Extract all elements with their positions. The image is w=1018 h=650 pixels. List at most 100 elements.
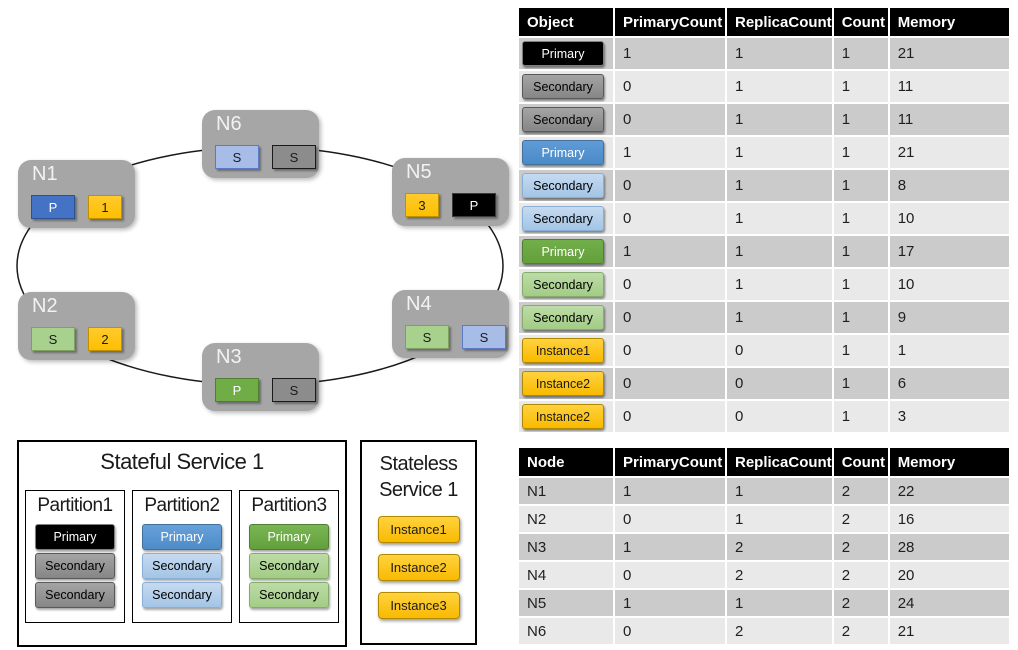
cell-replica-count: 1 — [727, 506, 832, 532]
cell-node: N4 — [519, 562, 613, 588]
replica-button: Secondary — [35, 553, 115, 579]
cell-replica-count: 1 — [727, 302, 832, 333]
cell-replica-count: 1 — [727, 478, 832, 504]
secondary-replica-chip: S — [462, 325, 506, 349]
cell-primary-count: 0 — [615, 203, 725, 234]
secondary-replica-chip: S — [272, 145, 316, 169]
cell-object: Secondary — [519, 71, 613, 102]
secondary-replica-chip: S — [31, 327, 75, 351]
secondary-replica-chip: S — [272, 378, 316, 402]
instance-chip: 2 — [88, 327, 122, 351]
cell-primary-count: 0 — [615, 335, 725, 366]
cell-replica-count: 1 — [727, 590, 832, 616]
cell-primary-count: 0 — [615, 269, 725, 300]
instance-button: Instance3 — [377, 592, 460, 619]
cell-primary-count: 0 — [615, 302, 725, 333]
cell-replica-count: 0 — [727, 335, 832, 366]
column-header: Memory — [889, 8, 1009, 36]
replica-button: Primary — [35, 524, 115, 550]
object-badge: Primary — [522, 41, 604, 66]
object-badge: Secondary — [522, 74, 604, 99]
cell-primary-count: 0 — [615, 368, 725, 399]
cell-memory: 11 — [889, 104, 1009, 135]
object-badge: Instance2 — [522, 371, 604, 396]
replica-button: Secondary — [35, 582, 115, 608]
cell-primary-count: 1 — [615, 590, 725, 616]
instance-button: Instance2 — [377, 554, 460, 581]
cell-replica-count: 1 — [727, 71, 832, 102]
cell-count: 1 — [833, 170, 888, 201]
cell-primary-count: 1 — [615, 38, 725, 69]
cell-memory: 9 — [889, 302, 1009, 333]
cell-primary-count: 1 — [615, 534, 725, 560]
cell-node: N6 — [519, 618, 613, 644]
column-header: Count — [833, 448, 888, 476]
column-header: ReplicaCount — [727, 448, 832, 476]
node-label: N2 — [32, 295, 58, 317]
cell-memory: 10 — [889, 269, 1009, 300]
primary-replica-chip: P — [452, 193, 496, 217]
cell-memory: 11 — [889, 71, 1009, 102]
cell-memory: 22 — [889, 478, 1009, 504]
instance-button: Instance1 — [377, 516, 460, 543]
object-badge: Secondary — [522, 305, 604, 330]
cell-count: 1 — [833, 269, 888, 300]
object-badge: Secondary — [522, 272, 604, 297]
cell-count: 1 — [833, 38, 888, 69]
replica-button: Secondary — [142, 553, 222, 579]
cell-memory: 28 — [889, 534, 1009, 560]
cell-memory: 21 — [889, 618, 1009, 644]
cell-count: 1 — [833, 335, 888, 366]
secondary-replica-chip: S — [405, 325, 449, 349]
cell-count: 2 — [833, 590, 888, 616]
cell-primary-count: 1 — [615, 137, 725, 168]
replica-button: Secondary — [249, 553, 329, 579]
partition-title: Partition2 — [144, 495, 220, 516]
cell-replica-count: 1 — [727, 170, 832, 201]
cell-replica-count: 1 — [727, 203, 832, 234]
cell-replica-count: 2 — [727, 562, 832, 588]
cell-count: 1 — [833, 71, 888, 102]
instance-chip: 3 — [405, 193, 439, 217]
replica-button: Secondary — [249, 582, 329, 608]
cell-object: Instance2 — [519, 368, 613, 399]
cell-object: Primary — [519, 236, 613, 267]
cell-primary-count: 0 — [615, 170, 725, 201]
cell-node: N5 — [519, 590, 613, 616]
stateful-service-title: Stateful Service 1 — [100, 449, 264, 474]
primary-replica-chip: P — [31, 195, 75, 219]
cell-count: 2 — [833, 506, 888, 532]
cell-object: Instance2 — [519, 401, 613, 432]
partition-title: Partition1 — [37, 495, 113, 516]
cell-memory: 1 — [889, 335, 1009, 366]
cell-node: N2 — [519, 506, 613, 532]
cell-memory: 17 — [889, 236, 1009, 267]
cell-memory: 3 — [889, 401, 1009, 432]
object-badge: Secondary — [522, 173, 604, 198]
cell-primary-count: 0 — [615, 104, 725, 135]
cell-primary-count: 0 — [615, 562, 725, 588]
cell-replica-count: 0 — [727, 368, 832, 399]
cell-count: 1 — [833, 302, 888, 333]
cell-replica-count: 2 — [727, 618, 832, 644]
